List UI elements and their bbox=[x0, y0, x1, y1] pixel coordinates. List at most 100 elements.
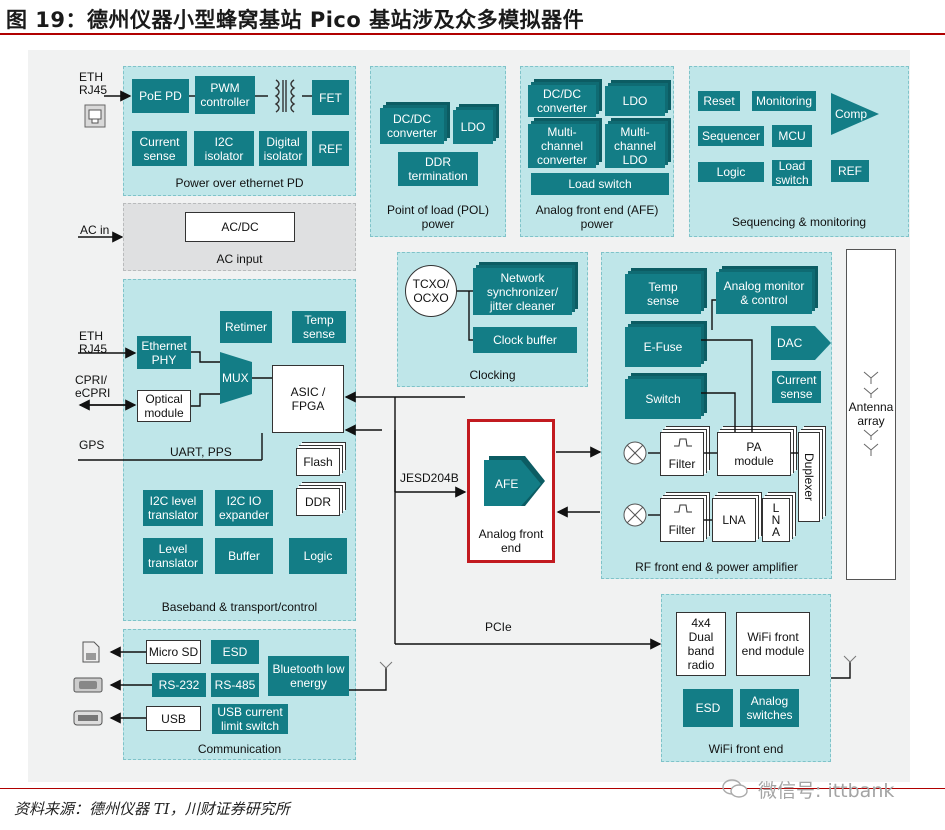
ble-block: Bluetooth low energy bbox=[268, 656, 349, 696]
current-sense-block: Current sense bbox=[132, 131, 187, 166]
rs485-block: RS-485 bbox=[211, 673, 259, 697]
bottom-rule bbox=[0, 788, 945, 789]
acdc-block: AC/DC bbox=[185, 212, 295, 242]
network-synchronizer-block: Network synchronizer/ jitter cleaner bbox=[473, 268, 572, 315]
poe-pd-block: PoE PD bbox=[132, 79, 189, 113]
pol-ldo-block: LDO bbox=[453, 110, 493, 144]
asic-fpga-block: ASIC / FPGA bbox=[272, 365, 344, 433]
usb-limit-switch-block: USB current limit switch bbox=[212, 704, 288, 734]
level-translator-block: Level translator bbox=[143, 538, 203, 574]
afe-label-inner: AFE bbox=[495, 477, 518, 491]
i2c-level-translator-block: I2C level translator bbox=[143, 490, 203, 526]
mux-label: MUX bbox=[222, 371, 249, 385]
mixer-tx-icon bbox=[623, 441, 647, 465]
title-rule bbox=[0, 33, 945, 35]
seq-label: Sequencing & monitoring bbox=[731, 215, 867, 229]
lna-vertical-label: L N A bbox=[771, 501, 781, 539]
filter-tx-label: Filter bbox=[668, 457, 696, 471]
filter-rx-label: Filter bbox=[668, 523, 696, 537]
lna-vertical-block: L N A bbox=[762, 498, 790, 542]
dual-band-radio-block: 4x4 Dual band radio bbox=[676, 612, 726, 676]
i2c-io-expander-block: I2C IO expander bbox=[215, 490, 273, 526]
antenna-label: Antenna array bbox=[848, 400, 894, 428]
afe-ldo-block: LDO bbox=[605, 86, 665, 116]
transformer-icon bbox=[274, 79, 296, 113]
usb-block: USB bbox=[146, 706, 201, 731]
antenna-panel bbox=[846, 249, 896, 580]
wifi-fem-block: WiFi front end module bbox=[736, 612, 810, 676]
mixer-rx-icon bbox=[623, 503, 647, 527]
afe-label: Analog front end bbox=[478, 527, 544, 555]
bb-eth-label: ETH RJ45 bbox=[79, 329, 108, 356]
pol-panel bbox=[370, 66, 506, 237]
pwm-controller-block: PWM controller bbox=[195, 76, 255, 114]
ddr-termination-block: DDR termination bbox=[398, 152, 478, 186]
watermark-text: 微信号: ittbank bbox=[758, 780, 895, 802]
poe-panel-label: Power over ethernet PD bbox=[175, 176, 304, 190]
serial-port-icon bbox=[73, 677, 103, 693]
optical-module-block: Optical module bbox=[137, 390, 191, 422]
pol-label: Point of load (POL) power bbox=[386, 203, 490, 231]
poe-eth-label: ETH RJ45 bbox=[79, 70, 108, 97]
i2c-isolator-block: I2C isolator bbox=[194, 131, 254, 166]
dac-icon: DAC bbox=[771, 326, 831, 360]
lna-block: LNA bbox=[712, 498, 756, 542]
comm-label: Communication bbox=[197, 742, 282, 756]
wechat-icon bbox=[722, 779, 748, 798]
pa-module-block: PA module bbox=[717, 432, 791, 476]
mcu-block: MCU bbox=[772, 125, 812, 147]
clocking-label: Clocking bbox=[469, 368, 516, 382]
seq-ref-block: REF bbox=[831, 160, 869, 182]
flash-block: Flash bbox=[296, 448, 340, 476]
efuse-block: E-Fuse bbox=[625, 327, 701, 367]
ethernet-phy-block: Ethernet PHY bbox=[137, 336, 191, 369]
monitoring-block: Monitoring bbox=[752, 91, 816, 111]
rs232-block: RS-232 bbox=[152, 673, 206, 697]
rj45-port-icon bbox=[84, 104, 106, 128]
ref-block: REF bbox=[312, 131, 349, 166]
afe-dcdc-block: DC/DC converter bbox=[528, 85, 596, 117]
retimer-block: Retimer bbox=[220, 311, 272, 343]
comp-label: Comp bbox=[835, 107, 867, 121]
cpri-label: CPRI/ eCPRI bbox=[75, 373, 111, 400]
pol-dcdc-block: DC/DC converter bbox=[380, 108, 444, 144]
analog-monitor-block: Analog monitor & control bbox=[716, 272, 812, 314]
seq-logic-block: Logic bbox=[698, 162, 764, 182]
duplexer-block: Duplexer bbox=[798, 432, 820, 522]
ddr-block: DDR bbox=[296, 488, 340, 516]
rf-current-sense-block: Current sense bbox=[772, 371, 821, 403]
bandpass-rx-icon bbox=[674, 504, 692, 513]
sequencer-block: Sequencer bbox=[698, 126, 764, 146]
sd-card-icon bbox=[82, 641, 100, 663]
digital-isolator-block: Digital isolator bbox=[259, 131, 307, 166]
pcie-label: PCIe bbox=[485, 620, 512, 634]
small-antenna-icons bbox=[379, 655, 857, 669]
jesd204b-label: JESD204B bbox=[400, 471, 459, 485]
ac-input-label: AC input bbox=[216, 252, 263, 266]
gps-label: GPS bbox=[79, 438, 105, 452]
rf-temp-sense-block: Temp sense bbox=[625, 274, 701, 314]
usb-port-icon bbox=[73, 710, 103, 726]
multi-channel-ldo-block: Multi- channel LDO bbox=[605, 124, 665, 168]
rf-label: RF front end & power amplifier bbox=[635, 560, 798, 574]
buffer-block: Buffer bbox=[215, 538, 273, 574]
afe-load-switch-block: Load switch bbox=[531, 173, 669, 195]
baseband-label: Baseband & transport/control bbox=[161, 600, 318, 614]
bb-temp-sense-block: Temp sense bbox=[292, 311, 346, 343]
afe-power-label: Analog front end (AFE) power bbox=[535, 203, 659, 231]
source-note: 资料来源：德州仪器 TI，川财证券研究所 bbox=[14, 800, 290, 818]
mux-shape bbox=[220, 352, 252, 404]
clock-buffer-block: Clock buffer bbox=[473, 327, 577, 353]
wifi-esd-block: ESD bbox=[683, 689, 733, 727]
ac-in-label: AC in bbox=[80, 223, 110, 237]
reset-block: Reset bbox=[698, 91, 740, 111]
rf-switch-block: Switch bbox=[625, 379, 701, 419]
tcxo-oscillator: TCXO/ OCXO bbox=[405, 265, 457, 317]
duplexer-label: Duplexer bbox=[802, 452, 816, 502]
uart-pps-label: UART, PPS bbox=[170, 445, 232, 459]
analog-switches-block: Analog switches bbox=[740, 689, 799, 727]
fet-block: FET bbox=[312, 80, 349, 115]
bandpass-tx-icon bbox=[674, 438, 692, 447]
comm-esd-block: ESD bbox=[211, 640, 259, 664]
